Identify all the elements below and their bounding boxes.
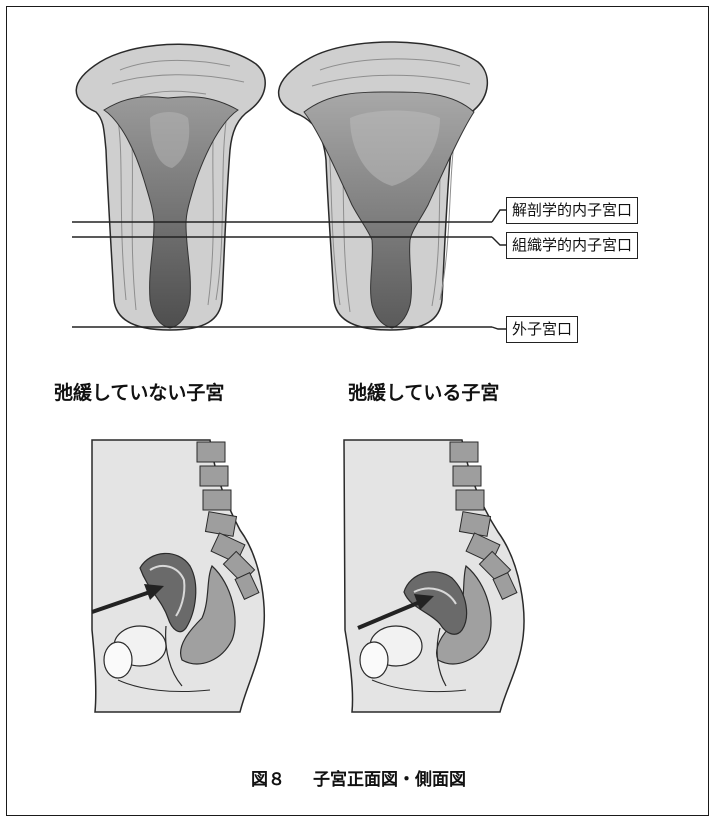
- figure-number: 図８: [251, 770, 285, 790]
- histological-leader: [492, 237, 506, 245]
- side-view-relaxed: [344, 440, 524, 712]
- label-histological-internal-os: 組織学的内子宮口: [506, 232, 638, 259]
- label-external-os: 外子宮口: [506, 316, 578, 343]
- subtitle-non-relaxed-uterus: 弛緩していない子宮: [54, 378, 224, 405]
- label-anatomical-internal-os: 解剖学的内子宮口: [506, 197, 638, 224]
- anatomical-leader: [492, 210, 506, 222]
- subtitle-relaxed-uterus: 弛緩している子宮: [348, 378, 499, 405]
- front-view-relaxed-uterus: [279, 42, 488, 330]
- external-leader: [492, 327, 506, 329]
- figure-caption: 図８ 子宮正面図・側面図: [0, 765, 717, 790]
- side-view-non-relaxed: [92, 440, 264, 712]
- figure-title: 子宮正面図・側面図: [313, 770, 466, 790]
- front-view-non-relaxed-uterus: [76, 44, 265, 330]
